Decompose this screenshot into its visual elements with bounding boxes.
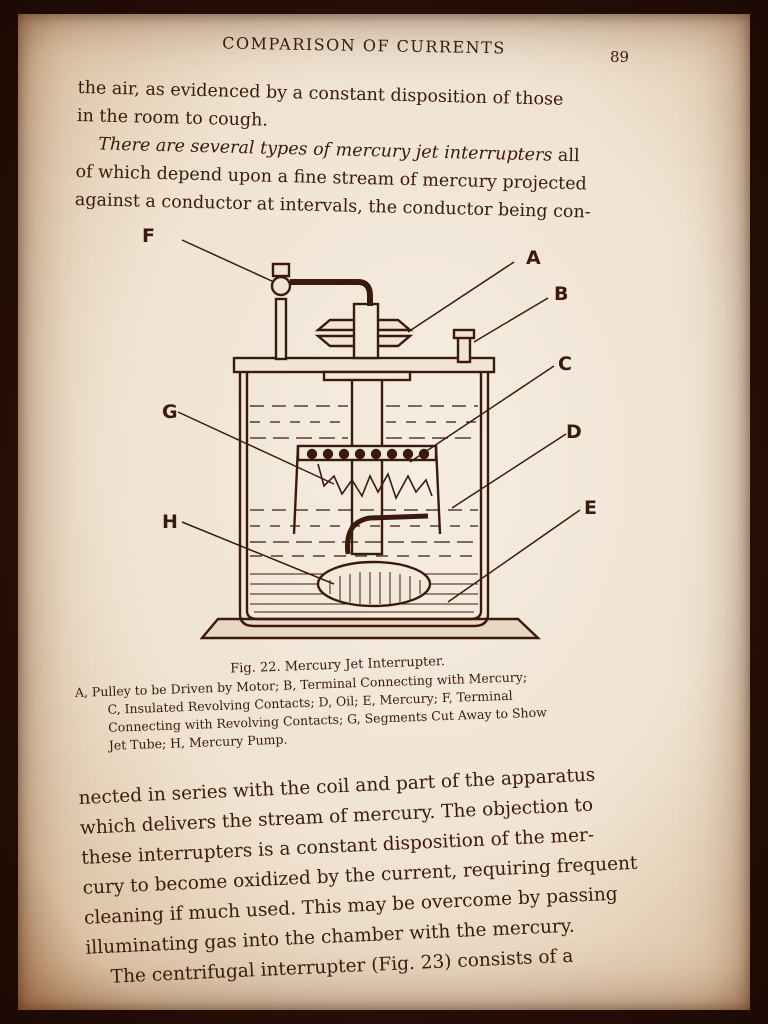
jar-inner	[245, 370, 483, 621]
book-page: COMPARISON OF CURRENTS 89 the air, as ev…	[18, 14, 750, 1010]
label-h: H	[162, 511, 178, 533]
jet-tube	[344, 513, 429, 555]
mercury-pump	[316, 560, 432, 608]
mercury-jet-interrupter-diagram: F A B G C D H E	[142, 225, 597, 640]
cut-away-segments	[317, 463, 433, 500]
central-shaft	[350, 376, 384, 556]
base-plate	[199, 617, 542, 640]
bottom-paragraph: nected in series with the coil and part …	[78, 759, 642, 994]
terminal-f-knob	[270, 275, 292, 297]
label-a: A	[526, 247, 541, 269]
page-number: 89	[610, 48, 630, 66]
label-f: F	[142, 225, 155, 247]
terminal-post-f	[274, 297, 288, 361]
pulley-hub	[352, 302, 380, 360]
jar-outer	[238, 366, 490, 628]
lid	[232, 356, 496, 374]
terminal-b	[456, 334, 472, 364]
label-e: E	[584, 497, 597, 519]
label-d: D	[566, 421, 582, 443]
bent-pipe	[290, 279, 373, 306]
revolving-contacts	[306, 448, 430, 460]
leader-lines	[177, 239, 581, 603]
label-b: B	[554, 283, 568, 305]
figure-caption: Fig. 22. Mercury Jet Interrupter. A, Pul…	[74, 650, 548, 756]
label-c: C	[558, 353, 572, 375]
shaft-collar	[322, 370, 412, 382]
label-g: G	[162, 401, 178, 423]
